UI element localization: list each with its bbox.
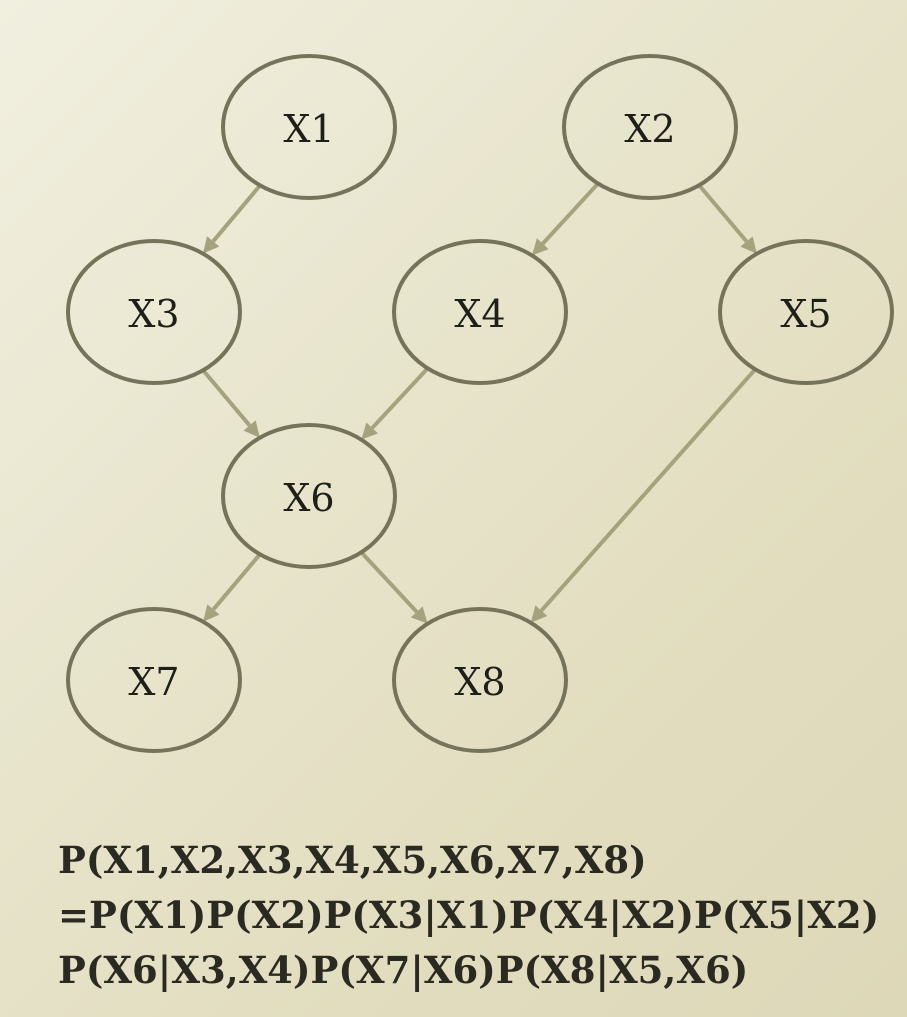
edge-x6-to-x8	[359, 550, 428, 624]
node-x4: X4	[392, 239, 568, 385]
edge-line	[201, 369, 252, 427]
edge-x2-to-x5	[697, 183, 757, 254]
node-ellipse	[392, 607, 568, 753]
edge-line	[539, 367, 757, 613]
formula-line-2: =P(X1)P(X2)P(X3|X1)P(X4|X2)P(X5|X2)	[58, 893, 880, 937]
edge-x5-to-x8	[530, 367, 757, 623]
formula-line-1: P(X1,X2,X3,X4,X5,X6,X7,X8)	[58, 838, 647, 882]
node-ellipse	[562, 54, 738, 200]
node-label: X5	[780, 292, 831, 336]
edge-line	[359, 550, 419, 614]
arrowhead-icon	[410, 606, 428, 624]
node-x5: X5	[718, 239, 894, 385]
node-x7: X7	[66, 607, 242, 753]
joint-probability-formula: P(X1,X2,X3,X4,X5,X6,X7,X8) =P(X1)P(X2)P(…	[58, 833, 898, 998]
edge-line	[211, 553, 262, 611]
node-ellipse	[392, 239, 568, 385]
node-label: X2	[624, 107, 675, 151]
node-x6: X6	[221, 423, 397, 569]
node-label: X4	[454, 292, 505, 336]
node-x8: X8	[392, 607, 568, 753]
arrowhead-icon	[530, 605, 548, 623]
arrowhead-icon	[531, 238, 549, 256]
node-label: X8	[454, 660, 505, 704]
node-x1: X1	[221, 54, 397, 200]
arrowhead-icon	[202, 236, 220, 254]
arrowhead-icon	[361, 422, 379, 440]
edge-x6-to-x7	[203, 553, 262, 622]
arrowhead-icon	[740, 236, 757, 254]
edges-layer	[201, 182, 757, 624]
formula-line-3: P(X6|X3,X4)P(X7|X6)P(X8|X5,X6)	[58, 948, 749, 992]
edge-line	[211, 184, 262, 243]
node-label: X7	[128, 660, 179, 704]
edge-line	[370, 366, 430, 430]
edge-x3-to-x6	[201, 369, 260, 438]
arrowhead-icon	[243, 420, 260, 438]
node-x3: X3	[66, 239, 242, 385]
edge-line	[541, 182, 600, 246]
node-ellipse	[66, 607, 242, 753]
node-label: X1	[283, 107, 334, 151]
node-label: X6	[283, 476, 334, 520]
node-ellipse	[221, 54, 397, 200]
node-ellipse	[221, 423, 397, 569]
node-label: X3	[128, 292, 179, 336]
arrowhead-icon	[203, 604, 220, 622]
edge-x4-to-x6	[361, 366, 430, 440]
node-ellipse	[718, 239, 894, 385]
edge-line	[697, 183, 749, 243]
node-ellipse	[66, 239, 242, 385]
edge-x1-to-x3	[202, 184, 262, 254]
node-x2: X2	[562, 54, 738, 200]
edge-x2-to-x4	[531, 182, 600, 256]
